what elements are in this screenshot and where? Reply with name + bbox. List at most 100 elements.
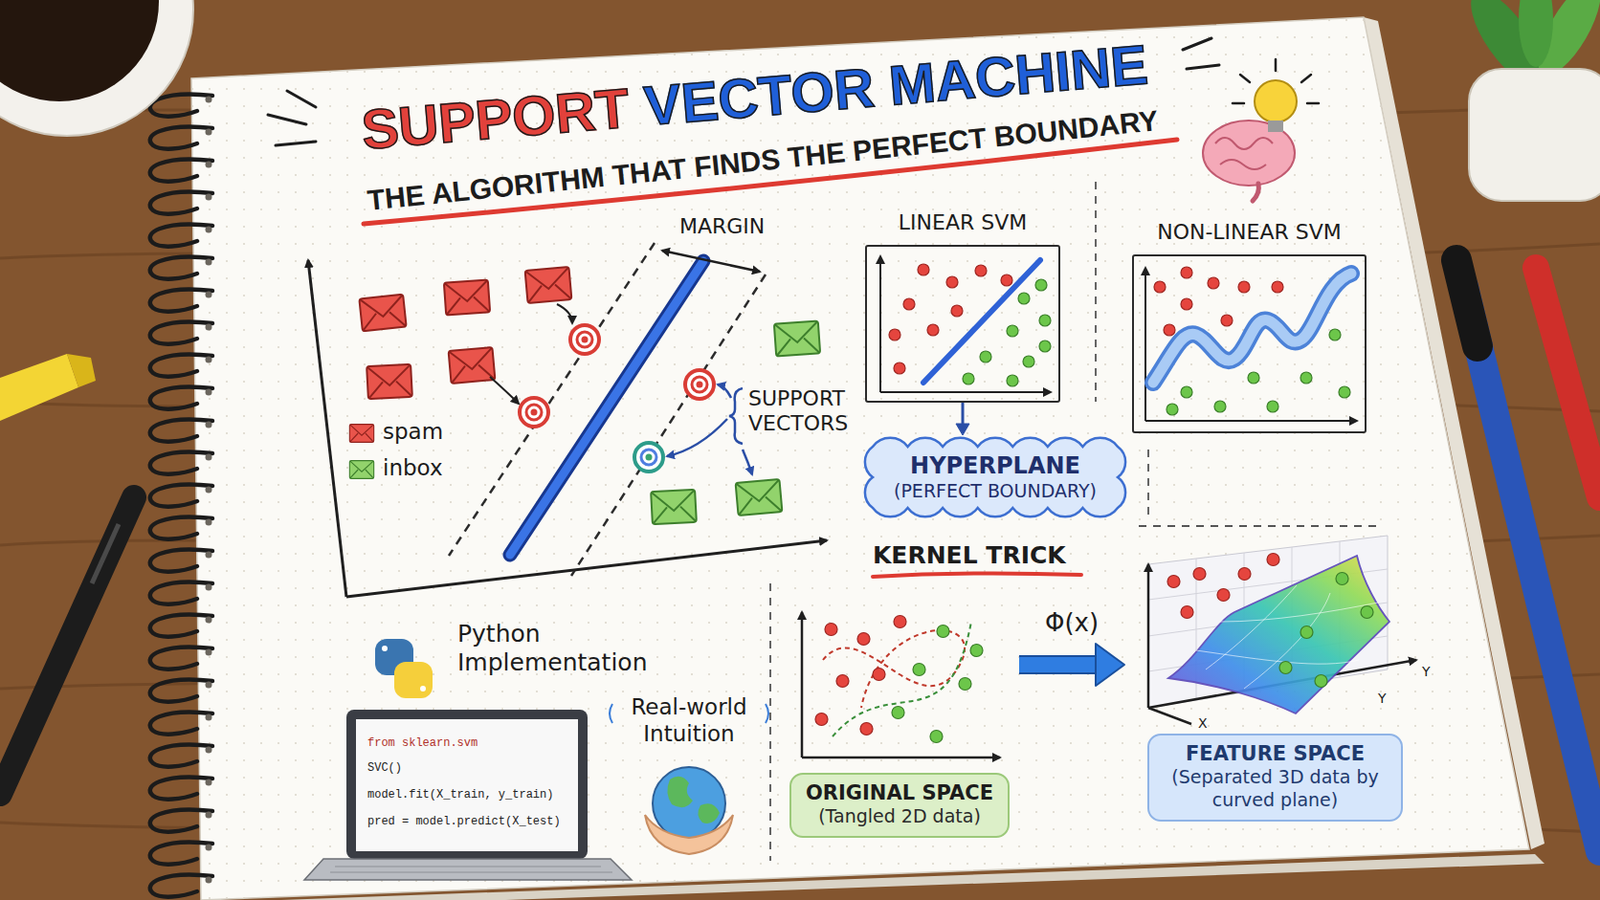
highlighter-tip (66, 354, 96, 388)
notebook-page (191, 17, 1530, 900)
x-axis (346, 540, 827, 598)
badge-heading: ORIGINAL SPACE (800, 780, 999, 806)
binding-ring (150, 257, 213, 280)
margin-label: MARGIN (679, 214, 765, 240)
badge-body: (Tangled 2D data) (800, 805, 999, 829)
inbox-envelope (735, 479, 783, 516)
continents (666, 777, 720, 824)
connector (955, 402, 970, 436)
pointer-arrow (489, 377, 519, 404)
laptop-screen (355, 719, 578, 852)
coffee-mug (0, 0, 194, 136)
y-axis (308, 260, 347, 598)
page-grid (191, 17, 1530, 900)
badge-heading: FEATURE SPACE (1158, 741, 1392, 767)
leaf (1518, 0, 1554, 67)
panel-axis (1145, 420, 1357, 423)
python-logo-eye (420, 686, 426, 692)
highlighter (0, 354, 79, 422)
brain-folds (1215, 137, 1273, 170)
spam-envelope (444, 279, 490, 315)
coffee (0, 0, 159, 102)
support-vector (519, 398, 549, 427)
connector (1019, 644, 1125, 687)
binding-ring (150, 777, 213, 800)
binding-ring (150, 192, 213, 215)
binding-ring (150, 875, 213, 898)
section-heading: Python Implementation (457, 620, 668, 678)
connector-line (961, 402, 965, 426)
legend-inbox-icon (349, 461, 374, 480)
arrow-head (1095, 644, 1125, 687)
cloud-body: (PERFECT BOUNDARY) (882, 480, 1109, 503)
plot-region: ORIGINAL SPACE(Tangled 2D data) (779, 602, 1020, 839)
red-points (888, 264, 1013, 375)
red-points (815, 616, 907, 736)
laptop-screen-frame (346, 710, 588, 860)
binding-ring (150, 615, 213, 638)
hyperplane-outline (510, 261, 704, 556)
laptop-keys (330, 866, 613, 873)
hyperplane (510, 261, 704, 556)
hands (644, 815, 734, 855)
inbox-envelope (650, 489, 697, 525)
section-heading: Real-world Intuition (617, 694, 761, 748)
label-badge: ORIGINAL SPACE(Tangled 2D data) (789, 773, 1010, 839)
red-points (1154, 266, 1284, 336)
python-logo-eye (381, 645, 388, 652)
callout-label: SUPPORT VECTORS (748, 386, 859, 438)
support-vector (634, 443, 664, 472)
binding-ring (150, 355, 213, 378)
binding-ring (150, 680, 213, 703)
code-line: model.fit(X_train, y_train) (367, 788, 554, 802)
binding-ring (150, 159, 213, 182)
green-points (891, 625, 983, 744)
support-vector (570, 325, 600, 355)
binding-ring (150, 420, 213, 443)
plot-axis (801, 756, 1000, 760)
pointer-arrow (717, 384, 732, 399)
badge-body: (Separated 3D data by curved plane) (1158, 766, 1392, 813)
binding-ring (150, 127, 213, 150)
plot-region: FEATURE SPACE(Separated 3D data by curve… (1124, 550, 1426, 823)
plot-axis (1147, 564, 1151, 709)
binding-ring (150, 224, 213, 247)
spam-envelope (525, 266, 573, 304)
edge-label: Φ(x) (1044, 608, 1099, 639)
connector-line (1019, 657, 1098, 673)
brain-stem (1252, 183, 1259, 201)
axis-label: Y (1422, 664, 1431, 681)
panel-heading: LINEAR SVM (838, 210, 1088, 236)
black-pen (0, 497, 134, 795)
inbox-envelope (774, 320, 821, 356)
accent-strokes (1182, 38, 1220, 69)
binding-ring (150, 843, 213, 866)
curved-boundary-outline (1153, 273, 1352, 383)
binding-ring (150, 810, 213, 833)
green-points (962, 279, 1051, 387)
light-bulb (1254, 80, 1297, 123)
binding-ring (150, 322, 213, 345)
heading-underline (872, 573, 1082, 578)
binding-ring (150, 452, 213, 475)
globe (652, 767, 726, 841)
connector-outline (1019, 655, 1098, 675)
section-heading: KERNEL TRICK (872, 541, 1067, 571)
axis-label: X (1198, 715, 1208, 733)
code-line: pred = model.predict(X_test) (367, 815, 561, 829)
margin-arrow (662, 250, 760, 272)
plot-axis (1148, 708, 1192, 725)
binding-ring (150, 485, 213, 508)
blue-pen (1464, 287, 1600, 852)
brain (1202, 120, 1295, 186)
linear-boundary (923, 260, 1041, 383)
pointer-arrow (666, 419, 728, 457)
brain-idea-icon (1202, 59, 1319, 201)
pen-clip (91, 524, 119, 584)
panel-axis (879, 256, 882, 393)
bulb-rays (1232, 59, 1319, 104)
pointer-arrow (556, 304, 573, 324)
spam-envelope (366, 364, 413, 400)
binding-ring (150, 582, 213, 605)
laptop-base (304, 859, 632, 881)
